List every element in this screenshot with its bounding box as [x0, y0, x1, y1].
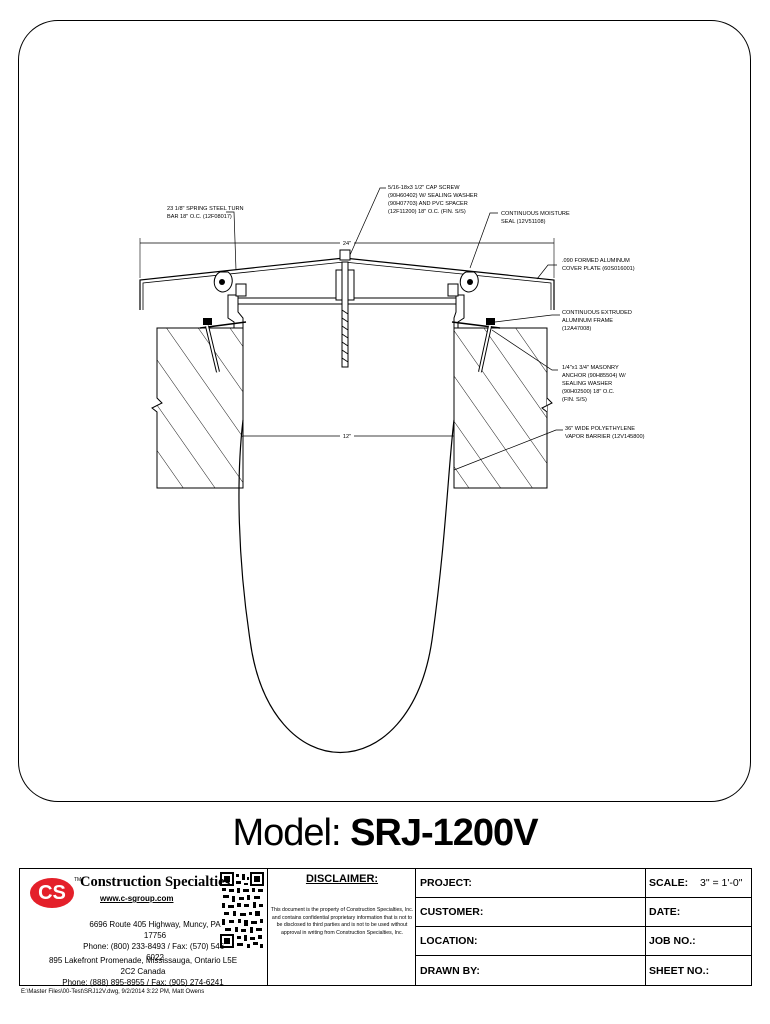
dimension-12: 12": [243, 431, 454, 440]
job-no-label: JOB NO.:: [649, 935, 696, 947]
us-address: 6696 Route 405 Highway, Muncy, PA 17756 …: [83, 920, 227, 962]
disclaimer-title: DISCLAIMER:: [305, 873, 379, 885]
right-frame: [447, 271, 501, 329]
trademark-mark: TM: [74, 877, 82, 883]
drawing-frame: [18, 20, 751, 802]
svg-text:(12F11200) 18" O.C. (FIN. S/S): (12F11200) 18" O.C. (FIN. S/S): [388, 209, 466, 215]
svg-text:(12A47008): (12A47008): [562, 326, 591, 332]
callout-cover-plate: .090 FORMED ALUMINUM COVER PLATE (60S016…: [562, 258, 635, 272]
callout-frame: CONTINUOUS EXTRUDED ALUMINUM FRAME (12A4…: [562, 310, 632, 332]
location-field[interactable]: LOCATION:: [416, 927, 646, 956]
dimension-24: 24": [139, 238, 555, 278]
scale-value: 3" = 1'-0": [700, 877, 743, 889]
svg-text:ANCHOR (90H85504) W/: ANCHOR (90H85504) W/: [562, 373, 626, 379]
callout-cap-screw: 5/16-18x3 1/2" CAP SCREW (90H60402) W/ S…: [388, 185, 478, 215]
project-label: PROJECT:: [420, 877, 472, 889]
svg-text:SEALING WASHER: SEALING WASHER: [562, 381, 612, 387]
svg-text:(90H02500) 18" O.C.: (90H02500) 18" O.C.: [562, 389, 615, 395]
svg-text:ALUMINUM FRAME: ALUMINUM FRAME: [562, 318, 613, 324]
callout-spring-bar: 23 1/8" SPRING STEEL TURN BAR 18" O.C. (…: [167, 206, 244, 220]
svg-text:(90H60402) W/ SEALING WASHER: (90H60402) W/ SEALING WASHER: [388, 193, 478, 199]
svg-text:23 1/8" SPRING STEEL TURN: 23 1/8" SPRING STEEL TURN: [167, 206, 244, 212]
svg-text:.090 FORMED ALUMINUM: .090 FORMED ALUMINUM: [562, 258, 630, 264]
file-path-footer: E:\Master Files\00-Test\SRJ12V.dwg, 9/2/…: [21, 989, 205, 995]
vapor-barrier: [238, 419, 455, 754]
svg-text:SEAL (12V51108): SEAL (12V51108): [501, 219, 546, 225]
scale-field[interactable]: SCALE: 3" = 1'-0": [646, 869, 752, 898]
svg-text:CONTINUOUS MOISTURE: CONTINUOUS MOISTURE: [501, 211, 570, 217]
drawn-by-label: DRAWN BY:: [420, 965, 480, 977]
svg-text:36" WIDE POLYETHYLENE: 36" WIDE POLYETHYLENE: [565, 426, 635, 432]
right-masonry-anchor: [478, 318, 495, 373]
sheet-no-label: SHEET NO.:: [649, 965, 710, 977]
customer-label: CUSTOMER:: [420, 906, 484, 918]
date-field[interactable]: DATE:: [646, 898, 752, 927]
svg-text:VAPOR BARRIER (12V145800): VAPOR BARRIER (12V145800): [565, 434, 645, 440]
drawn-by-field[interactable]: DRAWN BY:: [416, 956, 646, 985]
callout-moisture-seal: CONTINUOUS MOISTURE SEAL (12V51108): [501, 211, 570, 225]
svg-text:1/4"x1 3/4" MASONRY: 1/4"x1 3/4" MASONRY: [562, 365, 619, 371]
location-label: LOCATION:: [420, 935, 478, 947]
cap-screw: [335, 249, 355, 368]
canada-address: 895 Lakefront Promenade, Mississauga, On…: [48, 956, 238, 987]
right-masonry-block: [453, 327, 553, 489]
svg-text:(FIN. S/S): (FIN. S/S): [562, 397, 587, 403]
dim-12-label: 12": [343, 434, 351, 440]
svg-text:COVER PLATE (60S016001): COVER PLATE (60S016001): [562, 266, 635, 272]
left-masonry-anchor: [203, 318, 220, 373]
callout-vapor-barrier: 36" WIDE POLYETHYLENE VAPOR BARRIER (12V…: [565, 426, 645, 440]
section-drawing: 24" 12" 23 1/8" SPRING STEEL TURN BAR 18…: [139, 185, 645, 754]
sheet-no-field[interactable]: SHEET NO.:: [646, 956, 752, 985]
model-prefix: Model:: [232, 812, 341, 854]
svg-text:BAR 18" O.C. (12F08017): BAR 18" O.C. (12F08017): [167, 214, 232, 220]
date-label: DATE:: [649, 906, 681, 918]
disclaimer-cell: [268, 869, 416, 985]
cs-logo: CS: [30, 878, 74, 908]
svg-text:5/16-18x3 1/2" CAP SCREW: 5/16-18x3 1/2" CAP SCREW: [388, 185, 460, 191]
company-website-link[interactable]: www.c-sgroup.com: [100, 894, 174, 903]
callout-anchor: 1/4"x1 3/4" MASONRY ANCHOR (90H85504) W/…: [562, 365, 626, 403]
company-name: Construction Specialties: [80, 874, 231, 890]
leader-lines: [226, 187, 563, 471]
svg-text:CONTINUOUS EXTRUDED: CONTINUOUS EXTRUDED: [562, 310, 632, 316]
qr-code-icon: [220, 872, 264, 948]
dim-24-label: 24": [343, 241, 351, 247]
project-field[interactable]: PROJECT:: [416, 869, 646, 898]
scale-label: SCALE:: [649, 877, 689, 889]
model-title: Model: SRJ-1200V: [0, 812, 770, 855]
model-number: SRJ-1200V: [350, 812, 538, 854]
customer-field[interactable]: CUSTOMER:: [416, 898, 646, 927]
job-no-field[interactable]: JOB NO.:: [646, 927, 752, 956]
company-cell: CS TM Construction Specialties www.c-sgr…: [20, 869, 268, 987]
title-block: CS TM Construction Specialties www.c-sgr…: [19, 868, 752, 987]
left-masonry-block: [151, 327, 244, 489]
svg-text:(90H07703) AND PVC SPACER: (90H07703) AND PVC SPACER: [388, 201, 468, 207]
disclaimer-text: This document is the property of Constru…: [270, 907, 414, 936]
